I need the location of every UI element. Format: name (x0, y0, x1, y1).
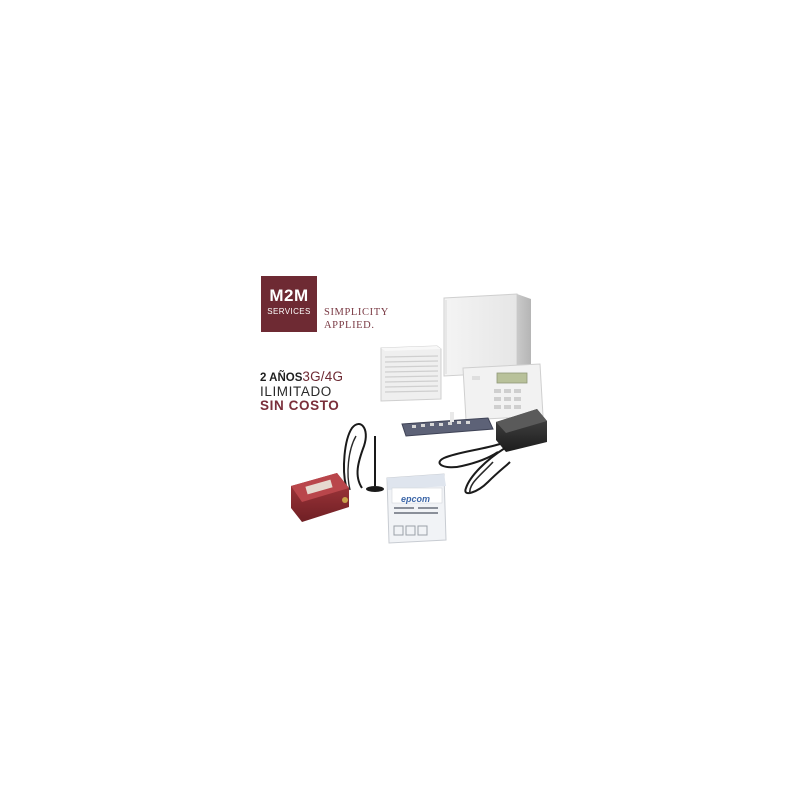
promo-text: 2 AÑOS3G/4G ILIMITADO SIN COSTO (260, 370, 343, 413)
power-adapter (438, 409, 547, 495)
promo-network: 3G/4G (302, 369, 344, 384)
tagline: SIMPLICITY APPLIED. (324, 306, 389, 332)
promo-free: SIN COSTO (260, 398, 340, 413)
promo-unlimited: ILIMITADO (260, 384, 332, 399)
promo-years: 2 AÑOS (260, 372, 303, 384)
logo-main-text: M2M (269, 286, 309, 305)
m2m-logo: M2M SERVICES (261, 276, 317, 332)
tagline-line-2: APPLIED. (324, 320, 375, 331)
keypad (462, 363, 544, 421)
alarm-panel-cabinet (443, 293, 531, 377)
logo-sub-text: SERVICES (267, 307, 311, 316)
tagline-line-1: SIMPLICITY (324, 307, 389, 318)
battery-brand-label: epcom (401, 494, 431, 504)
backup-battery (386, 473, 447, 544)
siren-speaker (380, 345, 442, 402)
promo-row-1: 2 AÑOS3G/4G (260, 370, 343, 385)
control-circuit-board (401, 412, 494, 437)
cellular-communicator (291, 473, 349, 522)
antenna (343, 423, 384, 492)
